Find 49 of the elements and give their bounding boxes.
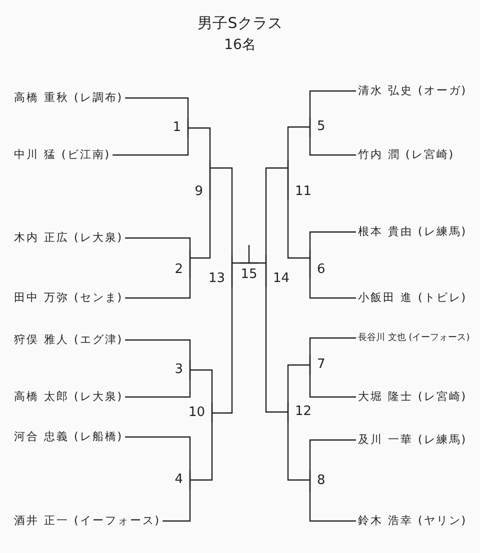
bracket-line <box>287 402 310 481</box>
match-number: 9 <box>194 184 203 200</box>
match-number: 4 <box>174 472 183 488</box>
title: 男子Sクラス <box>196 14 284 33</box>
bracket-line <box>190 160 211 259</box>
player-name: 小飯田 進 (トビレ) <box>358 291 468 305</box>
match-number: 13 <box>208 271 225 287</box>
bracket-line <box>309 355 356 398</box>
bracket-line <box>287 160 310 259</box>
match-number: 8 <box>317 473 326 489</box>
player-name: 竹内 潤 (レ宮崎) <box>358 148 455 162</box>
player-name: 根本 貴由 (レ練馬) <box>358 225 468 239</box>
match-number: 10 <box>188 405 205 421</box>
bracket-line <box>125 360 191 398</box>
player-name: 清水 弘史 (オーガ) <box>358 84 468 98</box>
player-name: 大堀 隆士 (レ宮崎) <box>358 390 468 404</box>
bracket-line <box>162 470 191 522</box>
bracket-line <box>309 117 356 156</box>
match-number: 5 <box>317 119 326 135</box>
player-name: 鈴木 浩幸 (ヤリン) <box>358 514 468 528</box>
bracket-line <box>112 118 189 156</box>
player-name: 高橋 重秋 (レ調布) <box>14 91 124 105</box>
bracket-line <box>309 470 356 522</box>
bracket-line <box>212 255 233 414</box>
match-number: 6 <box>317 262 326 278</box>
winner-line <box>248 245 250 263</box>
player-name: 長谷川 文也 (イーフォース) <box>358 331 470 345</box>
player-name: 高橋 太郎 (レ大泉) <box>14 390 124 404</box>
match-number: 14 <box>273 271 290 287</box>
player-name: 酒井 正一 (イーフォース) <box>14 514 161 528</box>
player-name: 中川 猛 (ビ江南) <box>14 148 111 162</box>
match-number: 1 <box>172 120 181 136</box>
match-number: 2 <box>174 262 183 278</box>
player-name: 及川 一華 (レ練馬) <box>358 433 468 447</box>
bracket-line <box>265 255 288 413</box>
match-number: 3 <box>174 362 183 378</box>
bracket-line <box>309 250 356 299</box>
player-name: 木内 正広 (レ大泉) <box>14 231 124 245</box>
bracket-line <box>190 403 213 481</box>
match-number: 11 <box>295 184 312 200</box>
player-name: 狩俣 雅人 (エグ津) <box>14 333 124 347</box>
player-name: 河合 忠義 (レ船橋) <box>14 430 124 444</box>
bracket-line <box>240 262 266 264</box>
player-name: 田中 万弥 (センま) <box>14 291 124 305</box>
match-number: 12 <box>295 404 312 420</box>
bracket-line <box>125 250 191 299</box>
match-number: 7 <box>317 357 326 373</box>
player-count: 16名 <box>223 36 257 54</box>
match-number: 15 <box>240 267 258 283</box>
